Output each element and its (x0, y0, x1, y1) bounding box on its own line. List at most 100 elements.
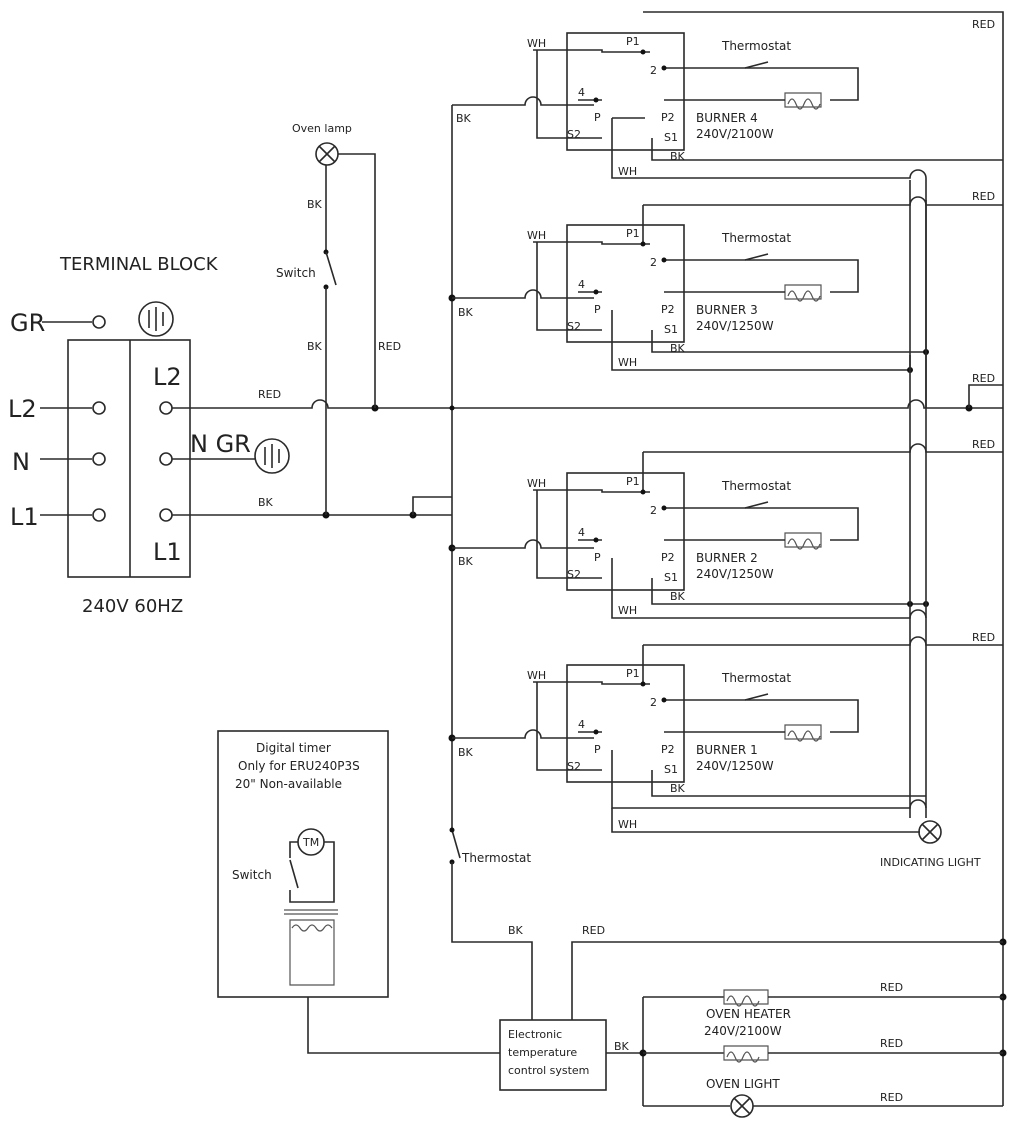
burner-3-rating: 240V/1250W (696, 319, 774, 333)
bk-feed-label-3: BK (458, 555, 474, 568)
terminal-gr-screw (92, 315, 106, 329)
oven-heater-rating: 240V/2100W (704, 1024, 782, 1038)
burner-4-p1: P1 (626, 35, 640, 48)
terminal-n-gr-label: N GR (190, 430, 251, 458)
burner-2-p: P (594, 551, 601, 564)
burner-1-wh2: WH (618, 818, 637, 831)
control-line2: temperature (508, 1046, 577, 1059)
burner-1-thermostat: Thermostat (721, 671, 791, 685)
burner-1: P1 2 4 P P2 S2 S1 Thermostat BURNER 1 24… (452, 631, 1003, 831)
control-line3: control system (508, 1064, 589, 1077)
burner-3-wh2: WH (618, 356, 637, 369)
bk-feed: BK BK BK BK Thermostat BK (448, 105, 533, 1020)
burner-2-bk: BK (670, 590, 686, 603)
control-red-label: RED (582, 924, 605, 937)
digital-timer: Digital timer Only for ERU240P3S 20" Non… (217, 730, 500, 1054)
timer-switch: Switch (232, 868, 272, 882)
control-bk-label: BK (614, 1040, 630, 1053)
ground-symbol-top (138, 301, 174, 337)
oven-lamp-switch-label: Switch (276, 266, 316, 280)
burner-3-name: BURNER 3 (696, 303, 758, 317)
terminal-block: TERMINAL BLOCK GR L2 N L1 L2 L1 240V 60H… (8, 254, 290, 617)
oven-heater-red-1: RED (880, 981, 903, 994)
burner-2-p2: P2 (661, 551, 675, 564)
terminal-l2-right-label: L2 (153, 363, 182, 391)
indicating-light (918, 820, 942, 844)
burner-4: P1 2 4 P P2 S2 S1 Thermostat BURNER 4 24… (452, 32, 1003, 408)
l1-bk-label: BK (258, 496, 274, 509)
burner-1-p2: P2 (661, 743, 675, 756)
burner-1-p: P (594, 743, 601, 756)
burner-4-thermostat: Thermostat (721, 39, 791, 53)
terminal-rating: 240V 60HZ (82, 596, 183, 617)
burner-2-rating: 240V/1250W (696, 567, 774, 581)
burner-4-s1: S1 (664, 131, 678, 144)
oven-lamp-circuit: Oven lamp BK Switch BK RED (276, 122, 401, 515)
burner-1-rating: 240V/1250W (696, 759, 774, 773)
burner-2-p1: P1 (626, 475, 640, 488)
indicating-light-label: INDICATING LIGHT (880, 856, 981, 869)
burner-1-2: 2 (650, 696, 657, 709)
burner-2-name: BURNER 2 (696, 551, 758, 565)
oven-lamp-bk-top: BK (307, 198, 323, 211)
burner-4-rating: 240V/2100W (696, 127, 774, 141)
burner-4-2: 2 (650, 64, 657, 77)
rail-red-mid: RED (972, 372, 995, 385)
ground-symbol-neutral (172, 438, 290, 474)
burner-1-red: RED (972, 631, 995, 644)
burner-2-wh2: WH (618, 604, 637, 617)
burner-2-4: 4 (578, 526, 585, 539)
oven-loads: RED OVEN HEATER 240V/2100W RED OVEN LIGH… (643, 981, 1003, 1118)
terminal-l1-left-label: L1 (10, 503, 39, 531)
burner-1-bk: BK (670, 782, 686, 795)
oven-light-label: OVEN LIGHT (706, 1077, 780, 1091)
burner-3-s2: S2 (567, 320, 581, 333)
indicating-light-circuit: INDICATING LIGHT (611, 180, 981, 869)
oven-heater-red-2: RED (880, 1037, 903, 1050)
bk-feed-label-2: BK (458, 306, 474, 319)
burner-3-p2: P2 (661, 303, 675, 316)
burner-1-s1: S1 (664, 763, 678, 776)
bk-feed-label-4: BK (458, 746, 474, 759)
burner-2-2: 2 (650, 504, 657, 517)
burner-2: P1 2 4 P P2 S2 S1 Thermostat BURNER 2 24… (452, 438, 1003, 619)
burner-3-4: 4 (578, 278, 585, 291)
oven-lamp-red: RED (378, 340, 401, 353)
terminal-l1-right-label: L1 (153, 538, 182, 566)
timer-tm: TM (302, 836, 319, 849)
burner-3-p1: P1 (626, 227, 640, 240)
burner-2-thermostat: Thermostat (721, 479, 791, 493)
bk-feed-label-1: BK (456, 112, 472, 125)
burner-4-wh: WH (527, 37, 546, 50)
burner-2-wh: WH (527, 477, 546, 490)
burner-3-thermostat: Thermostat (721, 231, 791, 245)
burner-4-name: BURNER 4 (696, 111, 758, 125)
burner-1-wh: WH (527, 669, 546, 682)
burner-3-p: P (594, 303, 601, 316)
burner-2-s1: S1 (664, 571, 678, 584)
oven-heater-name: OVEN HEATER (706, 1007, 791, 1021)
burner-4-wh2: WH (618, 165, 637, 178)
burner-3-s1: S1 (664, 323, 678, 336)
l2-red-label: RED (258, 388, 281, 401)
control-line1: Electronic (508, 1028, 562, 1041)
oven-light-red: RED (880, 1091, 903, 1104)
terminal-block-title: TERMINAL BLOCK (59, 254, 219, 275)
burner-3: P1 2 4 P P2 S2 S1 Thermostat BURNER 3 24… (452, 190, 1003, 373)
ctrl-bk-label: BK (508, 924, 524, 937)
burner-2-s2: S2 (567, 568, 581, 581)
rail-red-top: RED (972, 18, 995, 31)
burner-1-4: 4 (578, 718, 585, 731)
timer-line1: Digital timer (256, 741, 331, 755)
burner-4-bk: BK (670, 150, 686, 163)
main-buses: RED BK (172, 388, 1003, 519)
burner-2-red: RED (972, 438, 995, 451)
timer-line2: Only for ERU240P3S (238, 759, 360, 773)
burner-1-s2: S2 (567, 760, 581, 773)
oven-lamp-label: Oven lamp (292, 122, 352, 135)
burner-1-name: BURNER 1 (696, 743, 758, 757)
burner-3-bk: BK (670, 342, 686, 355)
timer-line3: 20" Non-available (235, 777, 342, 791)
burner-4-p2: P2 (661, 111, 675, 124)
